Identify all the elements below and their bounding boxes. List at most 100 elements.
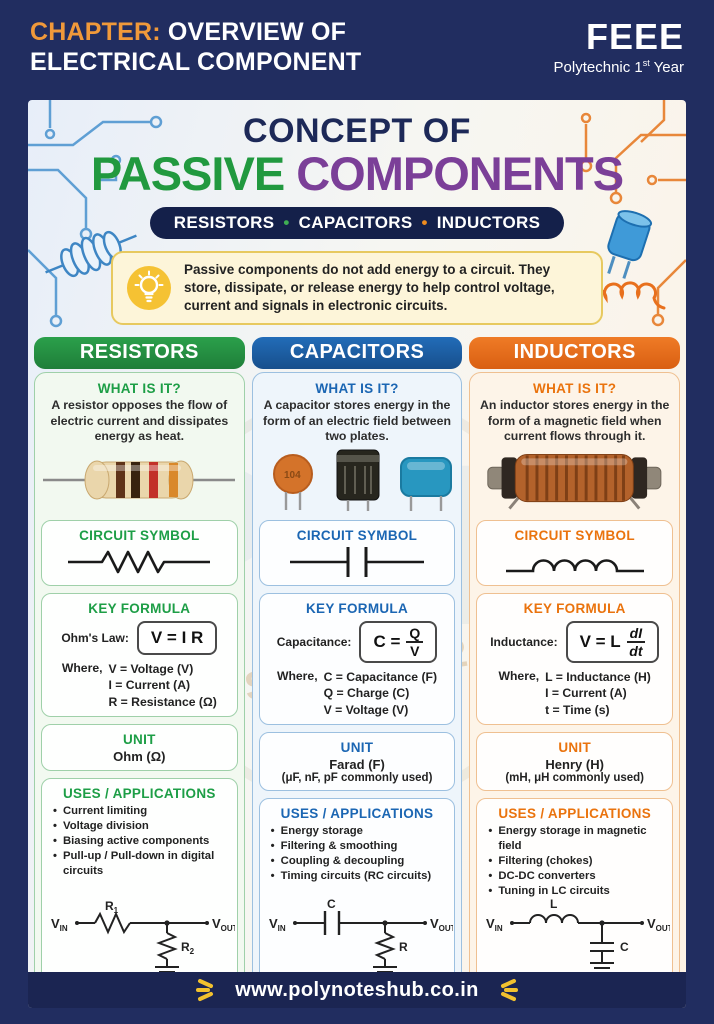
svg-text:VOUT: VOUT (430, 916, 453, 933)
resistors-header: RESISTORS (34, 336, 245, 369)
capacitor-symbol-icon (290, 546, 424, 577)
chapter-title-line1: OVERVIEW OF (160, 17, 347, 46)
list-item: Current limiting (53, 804, 232, 819)
footer-bar: www.polynoteshub.co.in (28, 972, 686, 1008)
title-line2: PASSIVE COMPONENTS (28, 150, 686, 198)
svg-text:L: L (550, 899, 557, 911)
unit-note: (μF, nF, pF commonly used) (281, 772, 433, 785)
capacitors-header: CAPACITORS (251, 336, 463, 369)
uses-list: Current limiting Voltage division Biasin… (47, 804, 232, 879)
list-item: Tuning in LC circuits (488, 884, 667, 899)
uses-list: Energy storage Filtering & smoothing Cou… (265, 824, 450, 884)
svg-text:R1: R1 (105, 899, 119, 915)
key-formula-heading: KEY FORMULA (88, 600, 191, 616)
brand-subtitle: Polytechnic 1st Year (553, 57, 684, 76)
title-word-passive: PASSIVE (90, 147, 285, 201)
list-item: DC-DC converters (488, 869, 667, 884)
unit-value: Henry (H) (545, 757, 604, 773)
unit-heading: UNIT (558, 740, 592, 756)
title-line1: CONCEPT OF (243, 112, 471, 150)
formula-where: Where, L = Inductance (H) I = Current (A… (498, 668, 651, 717)
formula-equation: V = I R (136, 620, 218, 655)
formula-where: Where, C = Capacitance (F) Q = Charge (C… (276, 668, 438, 717)
list-item: Filtering (chokes) (488, 854, 667, 869)
footer-url[interactable]: www.polynoteshub.co.in (235, 978, 479, 1001)
resistor-application-circuit: VIN VOUT R1 R2 (51, 899, 235, 978)
list-item: Filtering & smoothing (271, 839, 450, 854)
list-item: Voltage division (53, 819, 232, 834)
inductors-header: INDUCTORS (469, 336, 681, 369)
inductor-photo-illustration (476, 447, 673, 513)
circuit-symbol-box: CIRCUIT SYMBOL (476, 519, 674, 586)
green-dot: • (283, 213, 290, 233)
uses-heading: USES / APPLICATIONS (62, 786, 216, 802)
unit-value: Ohm (Ω) (113, 749, 166, 765)
formula-label: Capacitance: (276, 634, 352, 649)
circuit-symbol-heading: CIRCUIT SYMBOL (514, 527, 635, 543)
spark-icon (500, 979, 518, 1001)
circuit-symbol-box: CIRCUIT SYMBOL (41, 519, 238, 586)
page-header: CHAPTER: OVERVIEW OF ELECTRICAL COMPONEN… (0, 0, 714, 100)
intro-note: Passive components do not add energy to … (111, 251, 603, 325)
bulb-icon (127, 266, 171, 311)
list-item: Pull-up / Pull-down in digital circuits (53, 849, 232, 879)
what-is-it-text: A capacitor stores energy in the form of… (263, 397, 451, 444)
poster: PNH Since 2022 CONCEPT OF PASSIVE COMPON… (28, 100, 686, 1008)
column-inductors: INDUCTORS WHAT IS IT? An inductor stores… (469, 336, 681, 996)
inductors-card: WHAT IS IT? An inductor stores energy in… (469, 371, 681, 996)
unit-value: Farad (F) (329, 757, 385, 773)
list-item: Coupling & decoupling (271, 854, 450, 869)
svg-text:VOUT: VOUT (212, 916, 235, 933)
formula-label: Inductance: (490, 634, 558, 649)
what-is-it-heading: WHAT IS IT? (315, 380, 399, 396)
unit-heading: UNIT (340, 740, 374, 756)
title-word-components: COMPONENTS (296, 147, 624, 201)
svg-text:104: 104 (284, 470, 301, 481)
capacitor-application-circuit: VIN VOUT C R (269, 899, 453, 978)
inductor-application-circuit: VIN VOUT L C (486, 899, 670, 974)
unit-box: UNIT Henry (H) (mH, μH commonly used) (476, 732, 674, 792)
list-item: Timing circuits (RC circuits) (271, 869, 450, 884)
column-capacitors: CAPACITORS WHAT IS IT? A capacitor store… (251, 336, 463, 996)
what-is-it-text: A resistor opposes the flow of electric … (50, 397, 229, 444)
svg-text:VIN: VIN (51, 916, 68, 933)
unit-note: (mH, μH commonly used) (505, 772, 645, 785)
uses-heading: USES / APPLICATIONS (280, 806, 434, 822)
list-item: Energy storage in magnetic field (488, 824, 667, 854)
unit-heading: UNIT (122, 732, 156, 748)
inductor-symbol-icon (505, 559, 644, 573)
uses-box: USES / APPLICATIONS Energy storage Filte… (258, 798, 456, 988)
unit-box: UNIT Ohm (Ω) (41, 724, 238, 772)
spark-icon (196, 979, 214, 1001)
list-item: Energy storage (271, 824, 450, 839)
resistor-photo-illustration (41, 447, 238, 513)
brand-name: FEEE (585, 15, 684, 57)
what-is-it-text: An inductor stores energy in the form of… (480, 397, 670, 444)
key-formula-heading: KEY FORMULA (523, 600, 626, 616)
svg-text:VOUT: VOUT (647, 916, 670, 933)
circuit-symbol-box: CIRCUIT SYMBOL (258, 519, 456, 586)
topics-pill: RESISTORS • CAPACITORS • INDUCTORS (149, 207, 565, 240)
capacitor-photo-illustration: 104 (259, 447, 456, 513)
orange-dot: • (421, 213, 428, 233)
key-formula-heading: KEY FORMULA (305, 600, 409, 616)
chapter-label: CHAPTER: (30, 17, 161, 46)
unit-box: UNIT Farad (F) (μF, nF, pF commonly used… (258, 732, 456, 792)
poster-title: CONCEPT OF PASSIVE COMPONENTS RESISTORS … (28, 100, 686, 240)
intro-text: Passive components do not add energy to … (184, 262, 555, 313)
what-is-it-heading: WHAT IS IT? (533, 380, 617, 396)
chapter-title: CHAPTER: OVERVIEW OF ELECTRICAL COMPONEN… (30, 17, 361, 78)
what-is-it-heading: WHAT IS IT? (97, 380, 181, 396)
svg-text:VIN: VIN (486, 916, 503, 933)
circuit-symbol-heading: CIRCUIT SYMBOL (79, 527, 200, 543)
key-formula-box: KEY FORMULA Ohm's Law: V = I R Where, V … (41, 592, 238, 718)
uses-list: Energy storage in magnetic field Filteri… (482, 824, 667, 899)
uses-box: USES / APPLICATIONS Current limiting Vol… (41, 778, 238, 988)
svg-text:C: C (620, 940, 629, 954)
uses-heading: USES / APPLICATIONS (498, 806, 652, 822)
svg-text:R: R (399, 940, 408, 954)
formula-where: Where, V = Voltage (V) I = Current (A) R… (61, 660, 217, 709)
